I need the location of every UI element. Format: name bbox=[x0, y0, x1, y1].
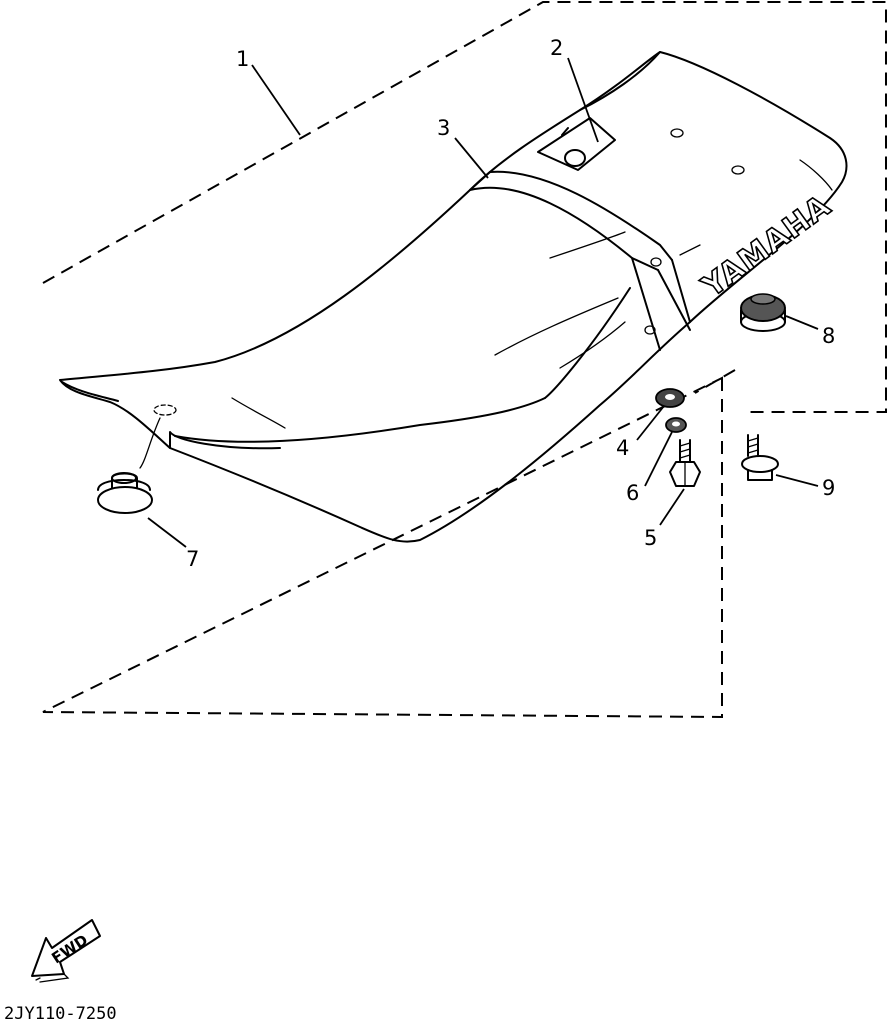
callout-5: 5 bbox=[644, 526, 657, 550]
seat-strap bbox=[469, 186, 659, 271]
rear-damper-part bbox=[740, 293, 786, 332]
drawing-code: 2JY110-7250 bbox=[4, 1004, 117, 1023]
forward-direction-arrow: FWD bbox=[31, 919, 101, 983]
lock-washer-part bbox=[665, 417, 687, 433]
callout-6: 6 bbox=[626, 481, 639, 505]
callout-8: 8 bbox=[822, 324, 835, 348]
callout-7: 7 bbox=[186, 547, 199, 571]
seat-latch-bracket bbox=[537, 117, 616, 171]
seat-assembly: YAMAHA bbox=[59, 51, 848, 543]
callout-9: 9 bbox=[822, 476, 835, 500]
callout-3: 3 bbox=[437, 116, 450, 140]
leader-lines bbox=[139, 57, 819, 548]
front-damper-part bbox=[97, 472, 153, 514]
assembly-boundary bbox=[42, 1, 887, 719]
hex-bolt-part bbox=[669, 439, 701, 487]
seat-outline bbox=[59, 51, 848, 543]
flange-bolt-part bbox=[741, 434, 779, 481]
yamaha-logo-text: YAMAHA bbox=[695, 188, 837, 305]
callout-1: 1 bbox=[236, 47, 249, 71]
washer-part bbox=[655, 388, 685, 408]
callout-4: 4 bbox=[616, 436, 629, 460]
callout-2: 2 bbox=[550, 36, 563, 60]
